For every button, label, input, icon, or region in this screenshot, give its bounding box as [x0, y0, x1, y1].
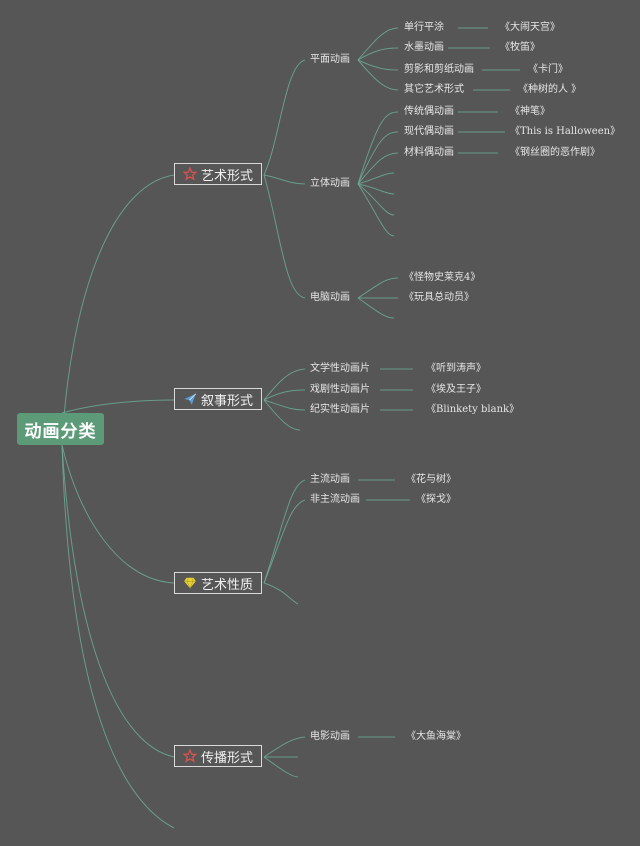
work-title[interactable]: 《听到涛声》 — [426, 363, 486, 374]
link-plane-2 — [357, 47, 399, 61]
work-title[interactable]: 《Blinkety blank》 — [426, 404, 520, 415]
link-narr-1 — [263, 368, 306, 401]
work-title[interactable]: 《花与树》 — [406, 474, 456, 485]
link-plane-1 — [357, 27, 399, 61]
root-label: 动画分类 — [24, 421, 97, 442]
work-title[interactable]: 《神笔》 — [510, 106, 550, 117]
link-root-narrative — [61, 399, 175, 414]
leaf-item[interactable]: 水墨动画 — [404, 42, 444, 53]
diamond-icon — [183, 576, 197, 590]
link-art-3d — [263, 174, 306, 185]
link-nature-1 — [263, 479, 306, 584]
category-distribution[interactable]: 传播形式 — [174, 745, 262, 767]
category-label: 艺术性质 — [200, 577, 253, 593]
work-title[interactable]: 《大鱼海棠》 — [406, 731, 466, 742]
link-plane-4 — [357, 59, 399, 91]
link-narr-4 — [263, 399, 301, 431]
link-3d-2 — [357, 131, 399, 185]
work-title[interactable]: 《This is Halloween》 — [510, 126, 621, 137]
work-title[interactable]: 《探戈》 — [416, 494, 456, 505]
work-title[interactable]: 《种树的人 》 — [518, 84, 582, 95]
link-narr-3 — [263, 399, 306, 411]
sub-dramatic-animation[interactable]: 戏剧性动画片 — [310, 384, 370, 395]
work-title[interactable]: 《怪物史莱克4》 — [404, 272, 481, 283]
sub-literary-animation[interactable]: 文学性动画片 — [310, 363, 370, 374]
link-plane-3 — [357, 59, 399, 71]
link-narr-2 — [263, 389, 306, 401]
link-nature-3 — [263, 582, 299, 605]
link-root-spread — [61, 444, 175, 758]
link-art-cg — [263, 174, 306, 299]
star-icon — [182, 167, 197, 181]
work-title[interactable]: 《玩具总动员》 — [404, 292, 474, 303]
link-3d-7 — [357, 183, 395, 237]
link-root-extra — [61, 444, 175, 829]
work-title[interactable]: 《钢丝圈的恶作剧》 — [510, 147, 600, 158]
link-3d-5 — [357, 183, 395, 195]
link-3d-4 — [357, 172, 395, 185]
category-label: 传播形式 — [200, 750, 253, 766]
link-3d-6 — [357, 183, 395, 216]
category-label: 艺术形式 — [200, 168, 253, 184]
sub-mainstream-animation[interactable]: 主流动画 — [310, 474, 350, 485]
work-title[interactable]: 《埃及王子》 — [426, 384, 486, 395]
link-spread-3 — [263, 756, 299, 778]
link-cg-1 — [357, 277, 399, 299]
link-spread-1 — [263, 736, 306, 758]
category-art-form[interactable]: 艺术形式 — [174, 163, 262, 185]
link-root-art-form — [61, 174, 175, 446]
sub-computer-animation[interactable]: 电脑动画 — [310, 292, 350, 303]
work-title[interactable]: 《大闹天宫》 — [500, 22, 560, 33]
work-title[interactable]: 《卡门》 — [528, 64, 568, 75]
leaf-item[interactable]: 单行平涂 — [404, 22, 444, 33]
sub-non-mainstream-animation[interactable]: 非主流动画 — [310, 494, 360, 505]
category-art-nature[interactable]: 艺术性质 — [174, 572, 262, 594]
link-art-plane — [263, 59, 306, 176]
paper-plane-icon — [183, 392, 197, 406]
link-3d-3 — [357, 152, 399, 185]
leaf-item[interactable]: 剪影和剪纸动画 — [404, 64, 474, 75]
sub-documentary-animation[interactable]: 纪实性动画片 — [310, 404, 370, 415]
star-icon — [182, 749, 197, 763]
leaf-item[interactable]: 传统偶动画 — [404, 106, 454, 117]
sub-plane-animation[interactable]: 平面动画 — [310, 54, 350, 65]
link-3d-1 — [357, 111, 399, 185]
link-root-nature — [61, 444, 175, 584]
leaf-item[interactable]: 现代偶动画 — [404, 126, 454, 137]
work-title[interactable]: 《牧笛》 — [500, 42, 540, 53]
root-node[interactable]: 动画分类 — [17, 413, 104, 445]
sub-film-animation[interactable]: 电影动画 — [310, 731, 350, 742]
category-label: 叙事形式 — [200, 393, 253, 409]
category-narrative[interactable]: 叙事形式 — [174, 388, 262, 410]
leaf-item[interactable]: 其它艺术形式 — [404, 84, 464, 95]
link-nature-2 — [263, 499, 306, 584]
link-cg-3 — [357, 297, 395, 319]
leaf-item[interactable]: 材料偶动画 — [404, 147, 454, 158]
sub-3d-animation[interactable]: 立体动画 — [310, 178, 350, 189]
